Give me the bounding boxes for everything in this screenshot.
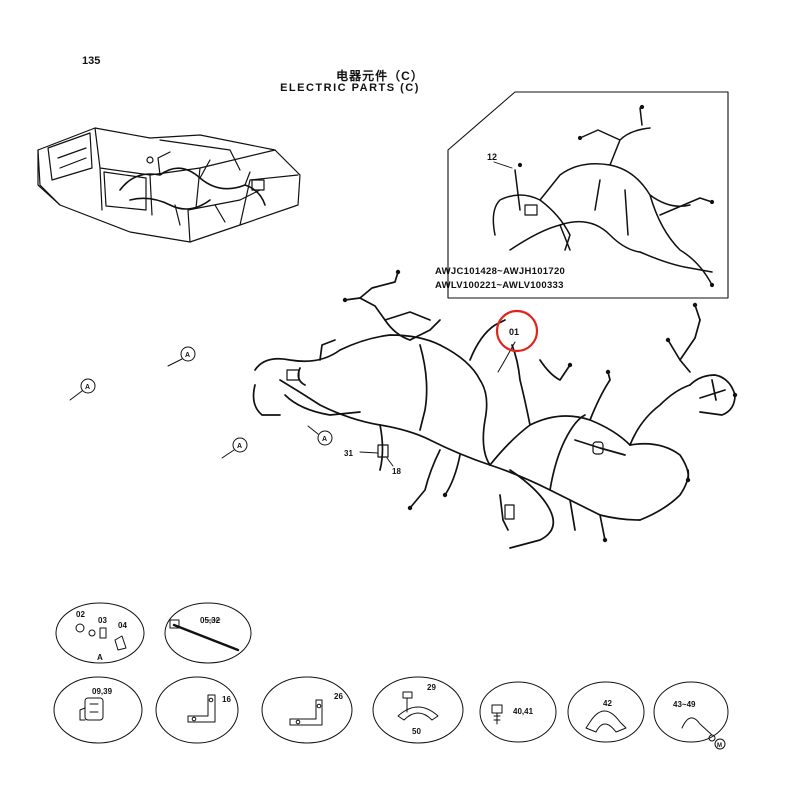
part-label-26: 26 — [334, 692, 343, 701]
part-label-16: 16 — [222, 695, 231, 704]
part-label-50: 50 — [412, 727, 421, 736]
main-wire-harness — [252, 271, 736, 549]
bracket-16-icon — [187, 694, 216, 723]
bolt-icon — [491, 704, 503, 725]
serial-range-2: AWLV100221~AWLV100333 — [435, 280, 564, 291]
part-label-03: 03 — [98, 616, 107, 625]
highlight-circle-01 — [495, 309, 539, 353]
part-bubble-26 — [261, 676, 353, 744]
part-bubble-16 — [155, 676, 239, 744]
cable-tie-icon — [169, 619, 240, 652]
callout-01: 01 — [509, 327, 519, 337]
part-bubble-29-50 — [372, 676, 464, 744]
callout-01-leader — [497, 341, 516, 373]
part-label-05-32: 05,32 — [200, 616, 221, 625]
part-bubble-40-41 — [479, 681, 557, 743]
ground-marker-label: A — [185, 352, 190, 359]
ground-marker-a — [69, 346, 333, 459]
part-label-42: 42 — [603, 699, 612, 708]
part-label-a: A — [97, 653, 103, 662]
part-bubble-02-03-04 — [55, 602, 145, 664]
connector-plug-icon — [79, 697, 104, 721]
callout-31: 31 — [344, 449, 353, 458]
page-number: 135 — [82, 55, 101, 67]
ground-marker-label: A — [237, 443, 242, 450]
part-label-40-41: 40,41 — [513, 707, 534, 716]
serial-range-1: AWJC101428~AWJH101720 — [435, 266, 565, 277]
ground-marker-label: A — [322, 436, 327, 443]
mark-m: M — [717, 743, 722, 749]
inset-frame — [447, 91, 729, 299]
part-label-09-39: 09,39 — [92, 687, 113, 696]
callout-12: 12 — [487, 152, 497, 162]
ground-marker-label: A — [85, 384, 90, 391]
part-label-02: 02 — [76, 610, 85, 619]
part-bubble-05-32 — [164, 602, 252, 664]
title-chinese: 电器元件（C） — [336, 69, 424, 83]
part-bubble-09-39 — [53, 676, 143, 744]
part-bubble-43-49 — [653, 681, 729, 743]
clamp-43-49-icon — [681, 717, 716, 742]
part-label-43-49: 43~49 — [673, 700, 696, 709]
title-english: ELECTRIC PARTS (C) — [280, 82, 420, 94]
screw-clamp-icon — [397, 691, 439, 721]
bracket-26-icon — [289, 699, 323, 726]
part-label-29: 29 — [427, 683, 436, 692]
part-bubble-42 — [567, 681, 645, 743]
callout-18: 18 — [392, 467, 401, 476]
mark-m-circle — [714, 738, 726, 750]
clamp-42-icon — [585, 710, 627, 733]
part-label-04: 04 — [118, 621, 127, 630]
excavator-cab-sketch — [37, 127, 301, 243]
bolt-nut-washer-icon — [75, 623, 127, 651]
harness-connectors — [286, 269, 738, 543]
